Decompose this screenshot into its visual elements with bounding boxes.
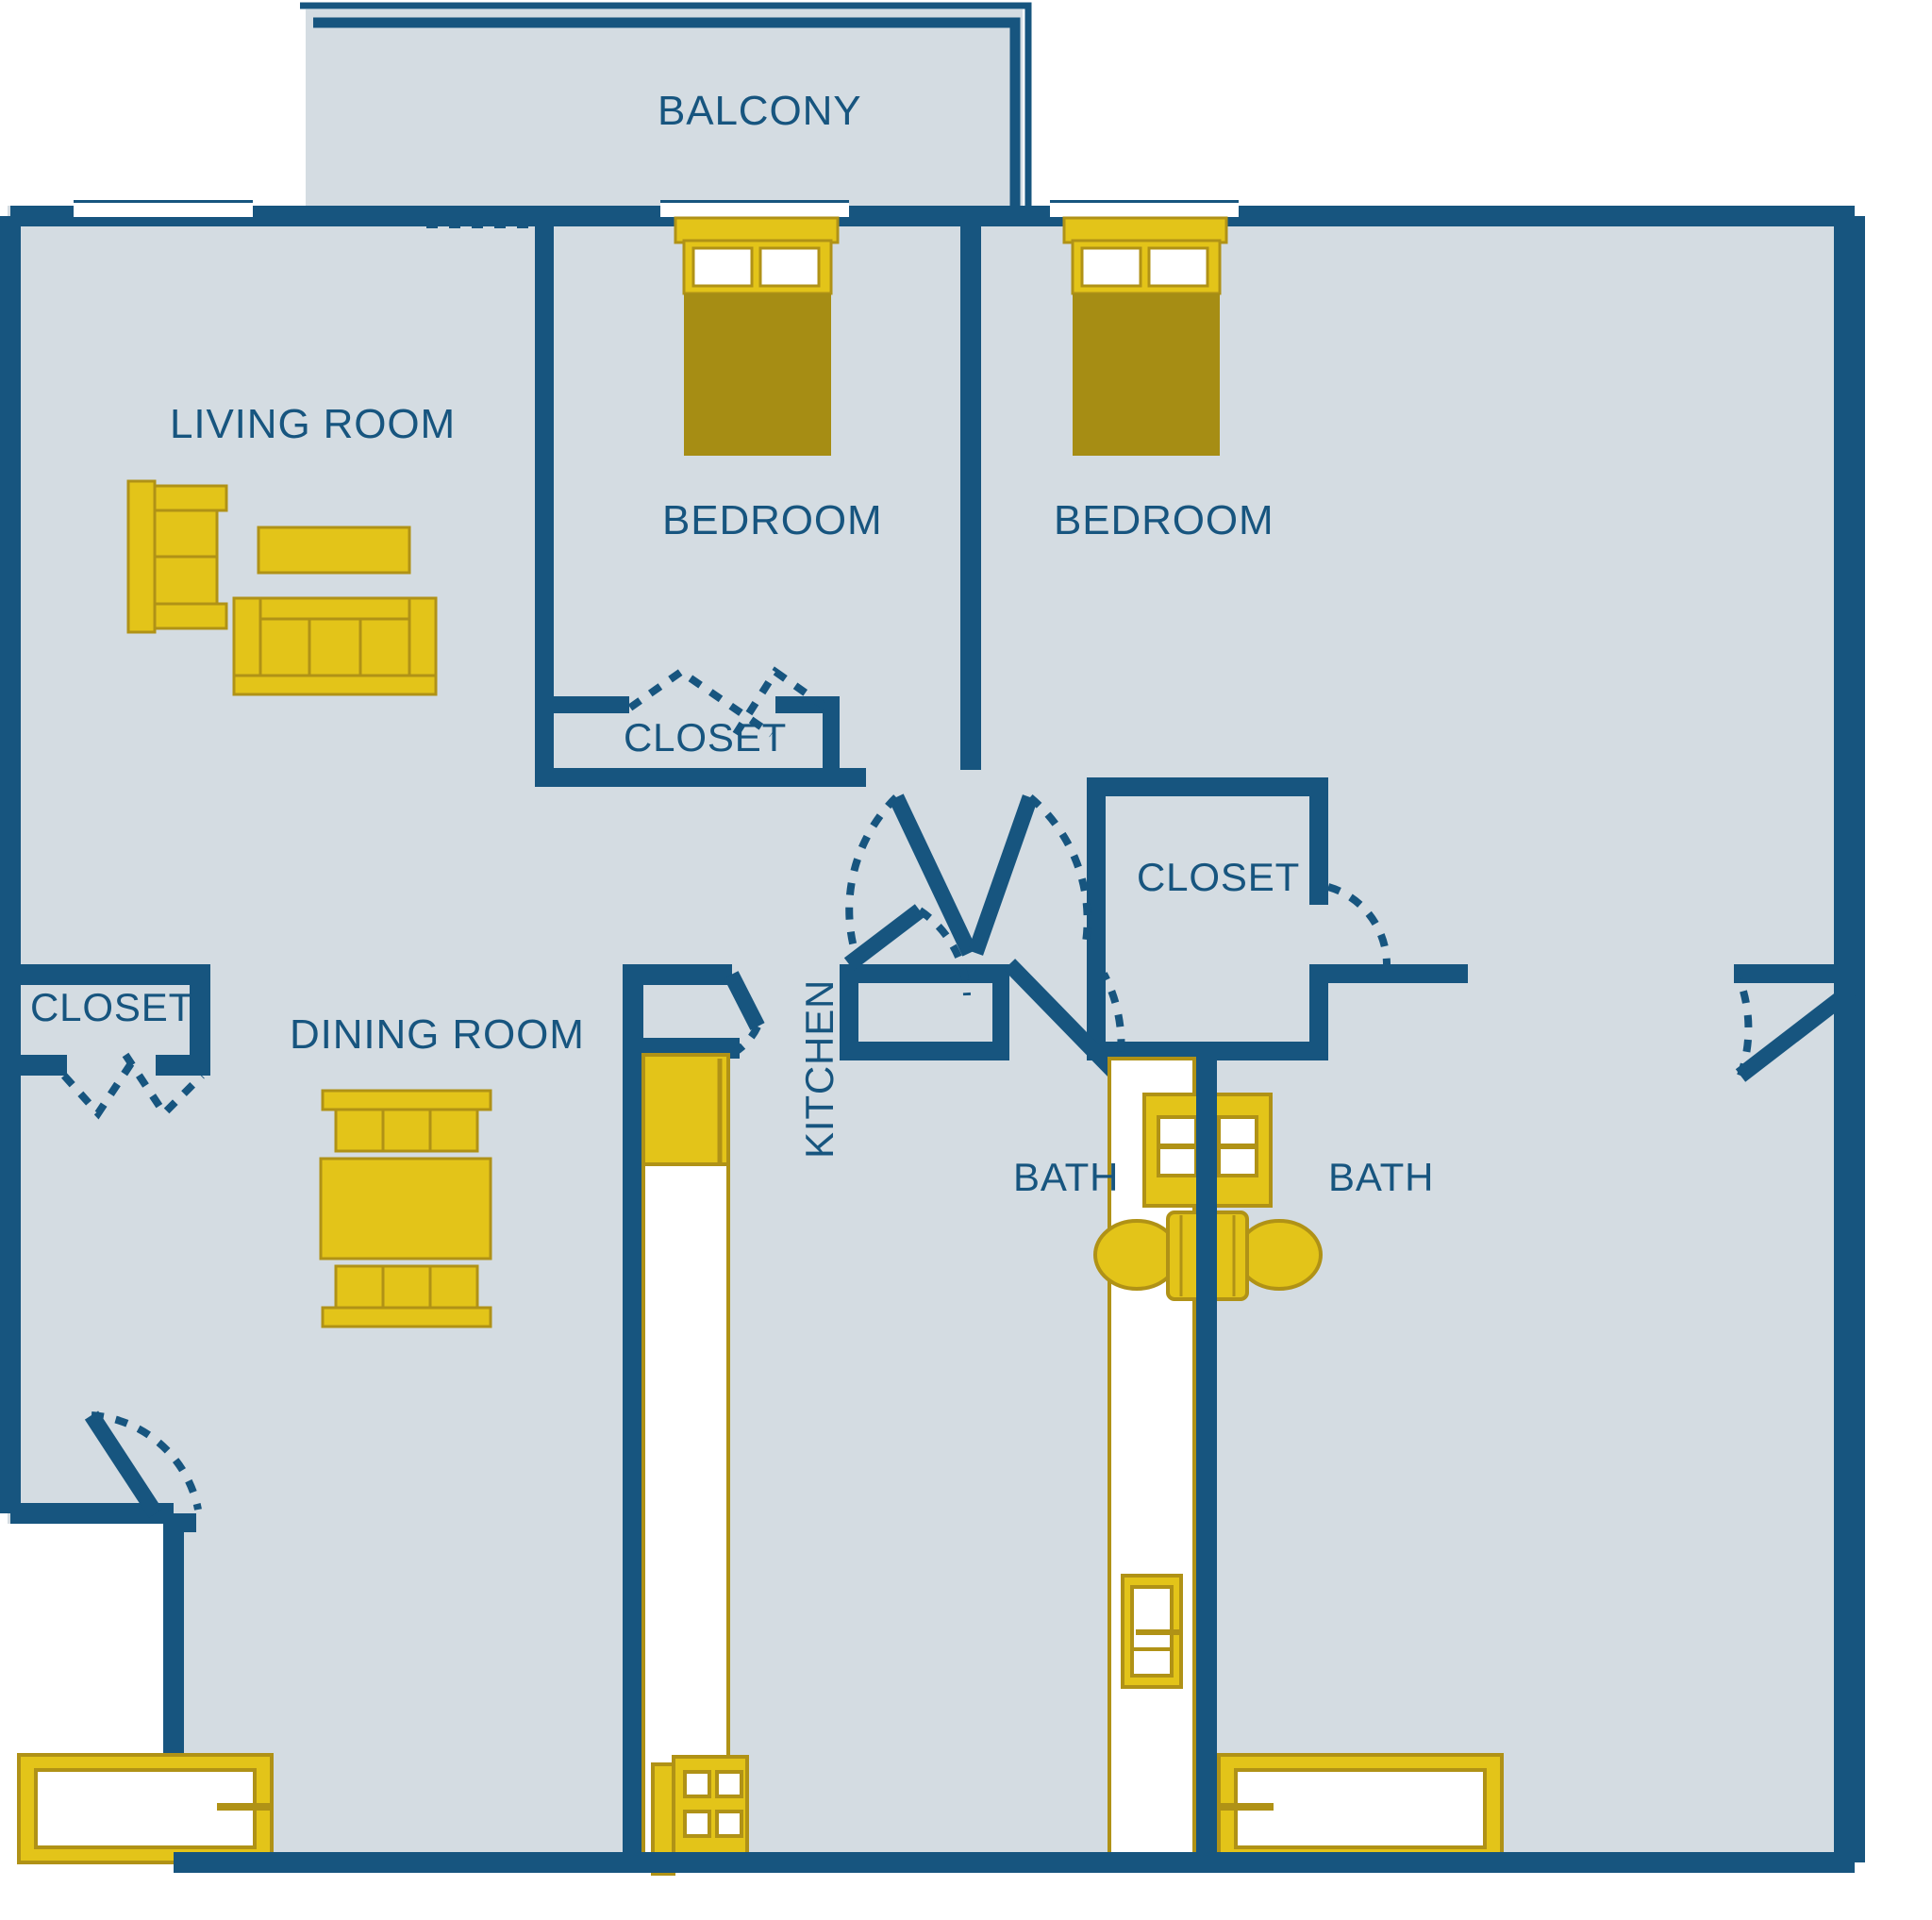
wall-closet-bed-bottom <box>535 768 865 787</box>
wall-hall-closet-top <box>1087 777 1328 796</box>
window-living <box>74 202 253 217</box>
window-bedroom-right-frame <box>1050 200 1239 203</box>
room-label-closet-hall: CLOSET <box>1137 855 1301 899</box>
pillow <box>1147 246 1209 288</box>
window-living-frame <box>74 200 253 203</box>
wall-bath-right-top <box>1328 964 1468 983</box>
dining-bench-top <box>321 1089 492 1153</box>
bath-right-door-leaf[interactable] <box>1735 984 1857 1082</box>
entry-door-arc <box>91 1411 202 1511</box>
pillow <box>758 246 821 288</box>
balcony-floor <box>306 9 1023 212</box>
room-label-bath-left: BATH <box>1013 1155 1120 1199</box>
room-label-closet-entry: CLOSET <box>30 985 194 1029</box>
wall-bedroom-divider <box>960 206 981 770</box>
balcony-slider[interactable] <box>377 206 534 228</box>
bed-left <box>674 216 840 456</box>
entry-door-leaf[interactable] <box>84 1411 163 1518</box>
room-label-dining-room: DINING ROOM <box>290 1011 585 1058</box>
burner <box>683 1810 711 1838</box>
jamb-entry-door <box>174 1513 196 1532</box>
dining-bench-bottom <box>321 1264 492 1328</box>
floor-fills <box>8 9 1844 1873</box>
room-label-bath-right: BATH <box>1328 1155 1435 1199</box>
room-label-bedroom-left: BEDROOM <box>662 497 883 543</box>
wall-bottom-overlay <box>174 1852 1855 1873</box>
wall-closet-bed-top-left <box>535 696 629 713</box>
room-label-living-room: LIVING ROOM <box>170 401 457 447</box>
wall-living-bedroom <box>535 206 554 785</box>
bedroom-right-door-arc <box>1027 793 1091 949</box>
wall-kitchen-left <box>623 964 643 1862</box>
window-bedroom-left-frame <box>660 200 849 203</box>
wall-entry-closet-bot-r <box>156 1055 210 1076</box>
wall-nook-top <box>840 964 913 983</box>
wall-hall-closet-left <box>1087 777 1106 1060</box>
hall-nook-door-arc <box>917 907 971 996</box>
armchair <box>126 479 228 634</box>
burner <box>715 1770 743 1798</box>
wall-nook-right-top <box>906 964 1009 983</box>
sofa <box>232 596 438 696</box>
bath-left-door-leaf[interactable] <box>1003 959 1124 1081</box>
door-swings[interactable] <box>61 666 1857 1518</box>
pillow <box>1080 246 1142 288</box>
wall-nook-left <box>840 964 858 1060</box>
bedroom-left-door-arc <box>845 794 899 953</box>
wall-right-overlay <box>1834 216 1855 1873</box>
window-bedroom-left <box>660 202 849 217</box>
hall-nook-door-leaf[interactable] <box>843 904 925 971</box>
toilet-right <box>1206 1210 1323 1301</box>
room-label-bedroom-right: BEDROOM <box>1054 497 1274 543</box>
vanity-right <box>1207 1093 1273 1208</box>
pillow <box>691 246 754 288</box>
jamb-bedroom-left <box>840 768 866 787</box>
windows <box>74 200 1239 217</box>
wall-closet-bed-right <box>823 696 840 785</box>
wall-entry-closet-top <box>10 964 210 985</box>
closet-bed-door-right-2[interactable] <box>732 666 829 737</box>
closet-hall-door-arc <box>1326 883 1391 967</box>
range-stove <box>651 1755 749 1876</box>
wall-entry-closet-bot-l <box>10 1055 67 1076</box>
bathtub-right <box>1217 1753 1504 1864</box>
bedroom-left-door-leaf[interactable] <box>889 793 977 957</box>
coffee-table <box>257 526 411 575</box>
wall-hall-closet-jog <box>1309 886 1328 905</box>
burner <box>715 1810 743 1838</box>
room-label-closet-bedroom: CLOSET <box>624 715 788 760</box>
dining-table <box>319 1157 492 1261</box>
wall-bath-right-entry <box>1734 964 1855 983</box>
window-bedroom-right <box>1050 202 1239 217</box>
closet-entry-door-left[interactable] <box>61 1052 141 1120</box>
bath-right-door-arc <box>1734 973 1753 1077</box>
wall-pantry-top <box>623 964 732 985</box>
closet-entry-door-right[interactable] <box>122 1052 205 1120</box>
refrigerator <box>641 1053 730 1166</box>
burner <box>683 1770 711 1798</box>
wall-hall-closet-right-b <box>1309 964 1328 1060</box>
pantry-door-arc <box>719 1025 761 1062</box>
bedroom-right-door-leaf[interactable] <box>967 794 1039 956</box>
wall-hall-closet-right-a <box>1309 777 1328 886</box>
wall-entry-closet-right <box>190 964 210 1076</box>
wall-nook-bottom <box>840 1042 1009 1060</box>
wall-bath-divider-overlay <box>1196 1042 1217 1862</box>
wall-nook-right <box>992 964 1009 1060</box>
room-label-kitchen: KITCHEN <box>797 978 841 1159</box>
bathtub-left <box>17 1753 274 1864</box>
bed-right <box>1062 216 1228 456</box>
kitchen-sink <box>1121 1574 1183 1689</box>
pantry-door-leaf[interactable] <box>724 971 765 1030</box>
balcony-walls <box>300 2 1032 215</box>
apartment-floor <box>8 206 1844 1873</box>
room-label-balcony: BALCONY <box>658 88 862 134</box>
